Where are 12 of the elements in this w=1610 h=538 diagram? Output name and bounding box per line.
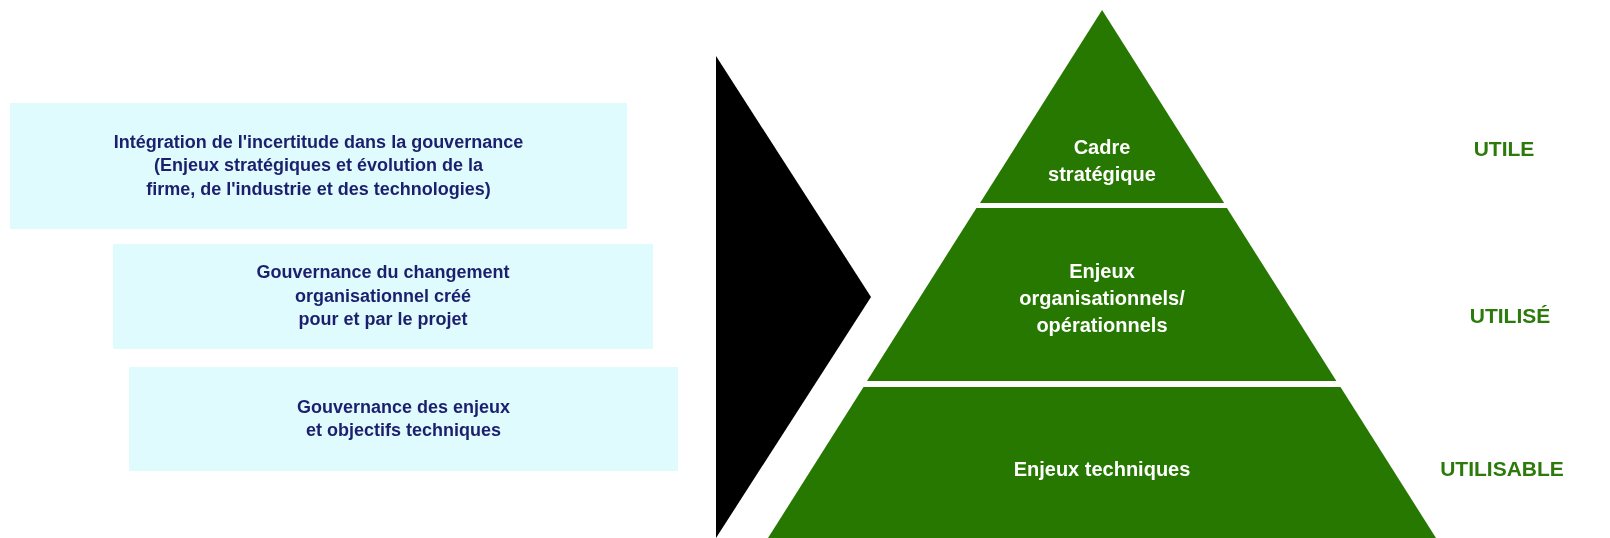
box-text: Intégration de l'incertitude dans la gouvernance (Enjeux stratégiques et évolution de la firme, de l'industrie et des technologies) — [112, 130, 525, 201]
level-label: UTILISABLE — [1440, 457, 1564, 481]
text-box — [129, 367, 678, 471]
text-box — [113, 244, 653, 349]
tier-label: Enjeux organisationnels/ opérationnels — [1018, 258, 1186, 338]
text-box — [10, 103, 627, 229]
tier-label: Cadre stratégique — [1047, 135, 1157, 187]
tier-label: Enjeux techniques — [1012, 456, 1192, 482]
box-text: Gouvernance du changement organisationnel créé pour et par le projet — [255, 261, 511, 332]
box-text: Gouvernance des enjeux et objectifs techniques — [295, 395, 512, 442]
level-label: UTILE — [1473, 137, 1535, 161]
level-label: UTILISÉ — [1469, 304, 1551, 328]
